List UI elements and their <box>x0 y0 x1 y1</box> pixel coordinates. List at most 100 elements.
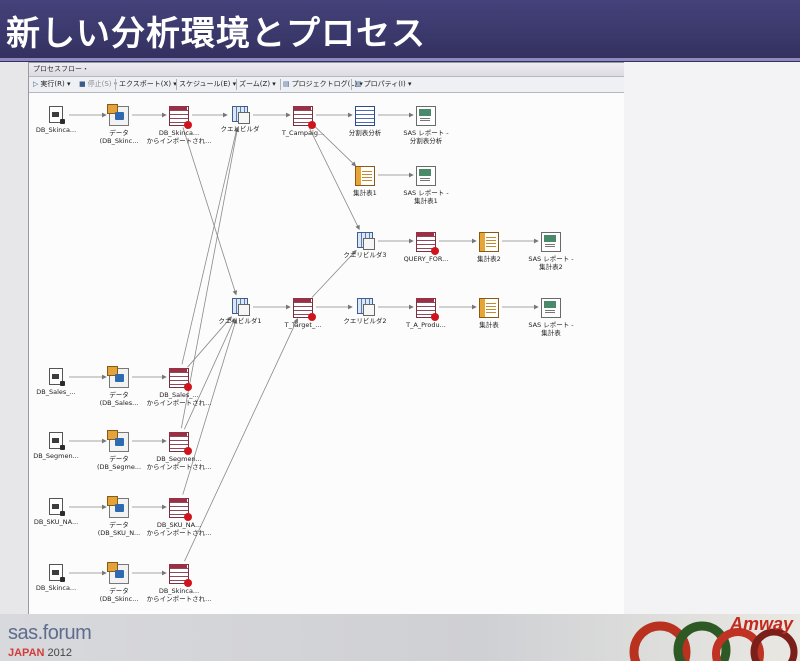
source-icon <box>49 106 65 124</box>
flow-connector <box>184 318 298 562</box>
toolbar-button-label: プロパティ(I) ▾ <box>363 80 412 88</box>
toolbar-icon: ■ <box>79 80 86 88</box>
flow-connector <box>181 126 239 365</box>
process-flow-tab[interactable]: プロセスフロー・ <box>29 63 625 77</box>
amway-logo: Amway <box>730 614 794 634</box>
flow-node-imp3[interactable]: DB_Segmen...からインポートされ... <box>137 432 221 471</box>
flow-node-dat5[interactable]: データ(DB_Skinc... <box>77 562 161 603</box>
event-tag: JAPAN 2012 <box>8 647 72 659</box>
table-icon <box>416 232 439 255</box>
toolbar-button-5[interactable]: ズーム(Z) ▾ <box>239 79 276 89</box>
flow-node-dist[interactable]: 分割表分析 <box>323 106 407 137</box>
report-icon <box>416 106 436 126</box>
flow-node-label: からインポートされ... <box>146 463 212 471</box>
flow-node-label: 集計表2 <box>539 263 563 271</box>
table-icon <box>293 298 316 321</box>
flow-node-src2[interactable]: DB_Sales_... <box>29 368 98 396</box>
flow-node-src3[interactable]: DB_Segmen... <box>29 432 98 460</box>
flow-node-qb2[interactable]: クエリビルダ2 <box>323 298 407 325</box>
flow-node-label: (DB_Skinc... <box>99 595 139 603</box>
flow-node-target[interactable]: T_Target_... <box>261 298 345 329</box>
table-icon <box>169 498 192 521</box>
query-builder-icon <box>357 232 375 250</box>
flow-connector <box>187 316 232 368</box>
flow-node-rep_sum2[interactable]: SAS レポート -集計表2 <box>509 232 593 271</box>
summary-table-icon <box>479 298 499 318</box>
flow-node-imp5[interactable]: DB_Skinca...からインポートされ... <box>137 564 221 603</box>
flow-node-dat1[interactable]: データ(DB_Skinc... <box>77 104 161 145</box>
toolbar-button-1[interactable]: ▷実行(R) ▾ <box>33 79 70 89</box>
flow-node-sum1[interactable]: 集計表1 <box>323 166 407 197</box>
flow-node-qfor[interactable]: QUERY_FOR... <box>384 232 468 263</box>
source-icon <box>49 564 65 582</box>
flow-node-qb1[interactable]: クエリビルダ1 <box>198 298 282 325</box>
flow-node-label: からインポートされ... <box>146 399 212 407</box>
toolbar-separator <box>351 79 352 90</box>
data-step-icon <box>107 104 129 126</box>
flow-node-rep_sum0[interactable]: SAS レポート -集計表 <box>509 298 593 337</box>
toolbar-button-2[interactable]: ■停止(S) ▾ <box>79 79 117 89</box>
toolbar-button-7[interactable]: ▥プロパティ(I) ▾ <box>355 79 411 89</box>
flow-node-imp2[interactable]: DB_Sales_...からインポートされ... <box>137 368 221 407</box>
flow-node-qb0[interactable]: クエリビルダ <box>198 106 282 133</box>
toolbar-button-4[interactable]: スケジュール(E) ▾ <box>179 79 236 89</box>
flow-node-label: T_Target_... <box>284 321 322 329</box>
flow-node-dat2[interactable]: データ(DB_Sales... <box>77 366 161 407</box>
flow-node-sum0[interactable]: 集計表 <box>447 298 531 329</box>
flow-connector <box>180 126 240 429</box>
flow-node-src5[interactable]: DB_Skinca... <box>29 564 98 592</box>
toolbar-button-label: プロジェクトログ(L) ▾ <box>291 80 363 88</box>
toolbar-button-label: ズーム(Z) ▾ <box>239 80 276 88</box>
flow-node-label: (DB_Sales... <box>99 399 139 407</box>
flow-node-label: からインポートされ... <box>146 529 212 537</box>
flow-node-label: 集計表 <box>479 321 499 329</box>
report-icon <box>416 166 436 186</box>
sponsor-rings-graphic <box>629 621 798 661</box>
flow-node-label: SAS レポート - <box>403 129 449 137</box>
flow-node-sum2[interactable]: 集計表2 <box>447 232 531 263</box>
toolbar-icon: ▥ <box>355 80 362 88</box>
toolbar-button-6[interactable]: ▤プロジェクトログ(L) ▾ <box>283 79 363 89</box>
report-icon <box>541 232 561 252</box>
event-region: JAPAN <box>8 647 45 659</box>
flow-node-tprod[interactable]: T_A_Produ... <box>384 298 468 329</box>
flow-node-imp4[interactable]: DB_SKU_NA...からインポートされ... <box>137 498 221 537</box>
toolbar-button-label: 停止(S) ▾ <box>87 80 118 88</box>
toolbar-separator <box>236 79 237 90</box>
flow-node-label: DB_Segmen... <box>33 452 79 460</box>
flow-node-label: データ <box>109 129 129 137</box>
flow-node-label: データ <box>109 587 129 595</box>
table-icon <box>169 106 192 129</box>
flow-node-src1[interactable]: DB_Skinca... <box>29 106 98 134</box>
flow-node-label: QUERY_FOR... <box>403 255 449 263</box>
data-step-icon <box>107 366 129 388</box>
flow-node-label: DB_Segmen... <box>156 455 202 463</box>
flow-node-rep_dist[interactable]: SAS レポート -分割表分析 <box>384 106 468 145</box>
flow-canvas[interactable]: DB_Skinca...データ(DB_Skinc...DB_Skinca...か… <box>29 93 625 615</box>
flow-connections <box>69 112 539 576</box>
flow-node-label: DB_Sales_... <box>159 391 199 399</box>
flow-node-camp[interactable]: T_Campaig... <box>261 106 345 137</box>
distribution-icon <box>355 106 375 126</box>
flow-node-rep_sum1[interactable]: SAS レポート -集計表1 <box>384 166 468 205</box>
flow-connector <box>182 127 238 296</box>
flow-node-qb3[interactable]: クエリビルダ3 <box>323 232 407 259</box>
query-builder-icon <box>232 298 250 316</box>
flow-node-label: 分割表分析 <box>348 129 382 137</box>
sas-forum-logo: sas.forum <box>8 622 92 644</box>
flow-node-imp1[interactable]: DB_Skinca...からインポートされ... <box>137 106 221 145</box>
flow-node-src4[interactable]: DB_SKU_NA... <box>29 498 98 526</box>
flow-node-dat3[interactable]: データ(DB_Segme... <box>77 430 161 471</box>
toolbar-icon: ▷ <box>33 80 39 88</box>
flow-node-label: SAS レポート - <box>528 255 574 263</box>
toolbar-separator <box>115 79 116 90</box>
toolbar-button-3[interactable]: エクスポート(X) ▾ <box>119 79 177 89</box>
flow-node-label: DB_Skinca... <box>158 129 200 137</box>
flow-node-label: T_A_Produ... <box>406 321 446 329</box>
table-icon <box>169 368 192 391</box>
flow-node-label: 集計表1 <box>353 189 377 197</box>
flow-node-label: からインポートされ... <box>146 137 212 145</box>
query-builder-icon <box>357 298 375 316</box>
flow-node-dat4[interactable]: データ(DB_SKU_N... <box>77 496 161 537</box>
toolbar-button-label: 実行(R) ▾ <box>40 80 71 88</box>
